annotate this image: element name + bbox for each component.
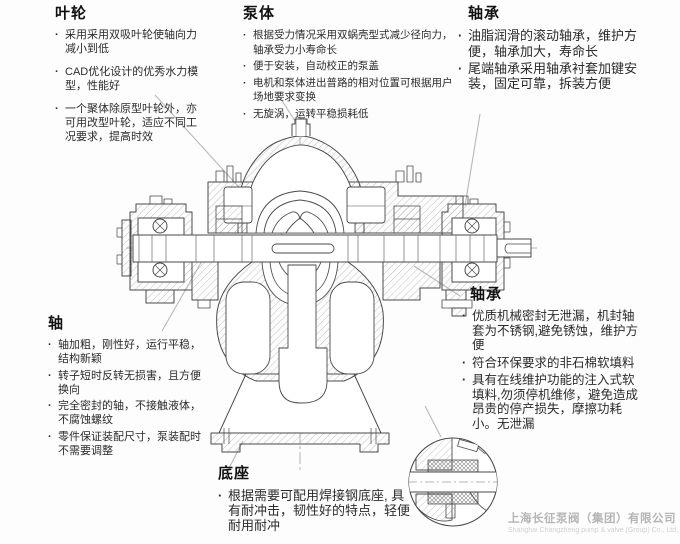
bullet-marker: · xyxy=(458,60,463,76)
pump-shaft xyxy=(132,234,532,263)
base-slab xyxy=(210,428,390,453)
bullet-marker: · xyxy=(243,107,247,120)
section-bearing-top-list: ·油脂润滑的滚动轴承，维护方便，轴承加大，寿命长 ·尾端轴承采用轴承衬套加键安装… xyxy=(458,28,650,92)
watermark: 上海长征泵阀（集团）有限公司 Shanghai Changzheng pump … xyxy=(508,510,679,534)
bullet-item: ·CAD优化设计的优秀水力模型，性能好 xyxy=(55,66,199,92)
leader-line-detail-circle xyxy=(424,405,442,438)
section-seal-list: ·优质机械密封无泄漏，机封轴套为不锈钢,避免锈蚀，维护方便 ·符合环保要求的非石… xyxy=(462,309,654,431)
section-seal: 轴承 ·优质机械密封无泄漏，机封轴套为不锈钢,避免锈蚀，维护方便 ·符合环保要求… xyxy=(462,283,654,434)
bullet-marker: · xyxy=(48,430,52,443)
bullet-marker: · xyxy=(458,28,463,43)
bullet-marker: · xyxy=(55,103,59,115)
bullet-marker: · xyxy=(462,373,467,387)
shaft-extension xyxy=(496,238,532,258)
section-bearing-top-heading: 轴承 xyxy=(468,5,501,22)
section-base-heading: 底座 xyxy=(218,465,251,482)
leader-line-bearing-top xyxy=(464,113,481,207)
discharge-dome xyxy=(237,135,365,234)
bullet-item: ·具有在线维护功能的注入式软填料,勿须停机维修，避免造成昂贵的停产损失，摩擦功耗… xyxy=(462,373,638,431)
bullet-item: ·根据需要可配用焊接钢底座, 具有耐冲击，韧性好的特点，轻便耐用耐冲 xyxy=(218,488,411,534)
bullet-item: ·尾端轴承采用轴承衬套加键安装，固定可靠，拆装方便 xyxy=(458,60,638,92)
bullet-marker: · xyxy=(243,29,247,41)
section-shaft-heading: 轴 xyxy=(48,315,65,332)
bullet-marker: · xyxy=(218,488,223,503)
section-base: 底座 ·根据需要可配用焊接钢底座, 具有耐冲击，韧性好的特点，轻便耐用耐冲 xyxy=(218,462,428,534)
section-bearing-top: 轴承 ·油脂润滑的滚动轴承，维护方便，轴承加大，寿命长 ·尾端轴承采用轴承衬套加… xyxy=(458,2,650,93)
section-shaft-list: ·轴加粗，刚性好，运行平稳，结构新颖 ·转子短时反转无损害，且方便换向 ·完全密… xyxy=(48,338,220,458)
watermark-company-en: Shanghai Changzheng pump & valve (Group)… xyxy=(508,527,679,534)
bullet-item: ·便于安装，自动校正的泵盖 xyxy=(243,60,379,73)
section-pump-body: 泵体 ·根据受力情况采用双蜗壳型式减少径向力，轴承受力小寿命长 ·便于安装，自动… xyxy=(243,2,465,124)
bullet-item: ·油脂润滑的滚动轴承，维护方便，轴承加大，寿命长 xyxy=(458,28,638,59)
bullet-item: ·完全密封的轴，不接触液体，不腐蚀螺纹 xyxy=(48,400,201,427)
section-pump-body-heading: 泵体 xyxy=(243,5,276,22)
bullet-marker: · xyxy=(48,400,52,413)
bullet-marker: · xyxy=(462,355,467,370)
bullet-item: ·零件保证装配尺寸，泵装配时不需要调整 xyxy=(48,430,201,458)
section-pump-body-list: ·根据受力情况采用双蜗壳型式减少径向力，轴承受力小寿命长 ·便于安装，自动校正的… xyxy=(243,28,465,122)
bullet-item: ·优质机械密封无泄漏，机封轴套为不锈钢,避免锈蚀，维护方便 xyxy=(462,309,638,352)
bullet-item: ·一个聚体除原型叶轮外，亦可用改型叶轮，适应不同工况要求，提高时效 xyxy=(55,103,197,143)
bullet-item: ·符合环保要求的非石棉软填料 xyxy=(462,355,635,370)
bullet-marker: · xyxy=(462,309,467,323)
bullet-marker: · xyxy=(48,369,52,382)
bullet-item: ·轴加粗，刚性好，运行平稳，结构新颖 xyxy=(48,339,201,366)
section-impeller: 叶轮 ·采用采用双吸叶轮使轴向力减小到低 ·CAD优化设计的优秀水力模型，性能好… xyxy=(55,2,219,153)
bullet-marker: · xyxy=(243,76,247,89)
bullet-item: ·采用采用双吸叶轮使轴向力减小到低 xyxy=(55,29,197,55)
bullet-marker: · xyxy=(243,60,247,73)
impeller-curves xyxy=(255,190,345,404)
stuffing-boxes xyxy=(215,165,422,234)
bullet-item: ·根据受力情况采用双蜗壳型式减少径向力，轴承受力小寿命长 xyxy=(243,29,453,56)
section-shaft: 轴 ·轴加粗，刚性好，运行平稳，结构新颖 ·转子短时反转无损害，且方便换向 ·完… xyxy=(48,312,220,460)
shaft-keyway xyxy=(271,243,335,254)
section-impeller-list: ·采用采用双吸叶轮使轴向力减小到低 ·CAD优化设计的优秀水力模型，性能好 ·一… xyxy=(55,28,219,144)
suction-channels xyxy=(223,186,386,375)
bullet-item: ·转子短时反转无损害，且方便换向 xyxy=(48,369,201,396)
bullet-marker: · xyxy=(55,66,59,78)
watermark-company-cn: 上海长征泵阀（集团）有限公司 xyxy=(508,513,676,525)
top-nozzle xyxy=(291,118,311,136)
bullet-item: ·电机和泵体进出普路的相对位置可根据用户场地要求变换 xyxy=(243,76,453,104)
section-impeller-heading: 叶轮 xyxy=(55,5,88,22)
bullet-marker: · xyxy=(55,29,59,41)
section-seal-heading: 轴承 xyxy=(470,286,503,303)
section-base-list: ·根据需要可配用焊接钢底座, 具有耐冲击，韧性好的特点，轻便耐用耐冲 xyxy=(218,488,428,534)
bullet-item: ·无旋涡，运转平稳损耗低 xyxy=(243,107,369,120)
bullet-marker: · xyxy=(48,339,52,351)
